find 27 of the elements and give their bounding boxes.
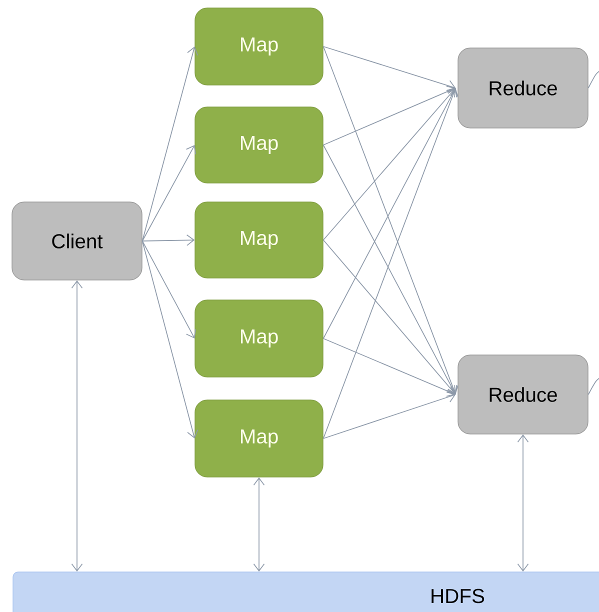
arrow — [322, 240, 456, 394]
reduce-box: Reduce — [458, 354, 588, 434]
arrow — [142, 240, 198, 438]
arrow — [517, 434, 529, 572]
arrow — [322, 86, 456, 146]
arrow — [322, 88, 456, 240]
arrow — [142, 240, 196, 338]
arrow — [322, 46, 458, 394]
map-box: Map — [194, 202, 324, 278]
arrow — [71, 280, 83, 572]
map-box: Map — [194, 300, 324, 378]
client-box: Client — [12, 202, 142, 280]
arrow — [322, 88, 458, 439]
arrow — [322, 46, 456, 92]
arrow — [322, 338, 456, 397]
map-box: Map — [194, 8, 324, 86]
map-box: Map — [194, 106, 324, 184]
arrow — [142, 234, 195, 246]
map-box: Map — [194, 400, 324, 478]
reduce-box: Reduce — [458, 48, 588, 128]
arrow — [322, 392, 456, 439]
arrow — [142, 145, 196, 242]
arrow — [322, 144, 458, 394]
storage-bar: HDFS — [12, 572, 599, 612]
arrow — [142, 46, 198, 242]
arrow — [253, 477, 265, 572]
arrow — [322, 88, 458, 339]
